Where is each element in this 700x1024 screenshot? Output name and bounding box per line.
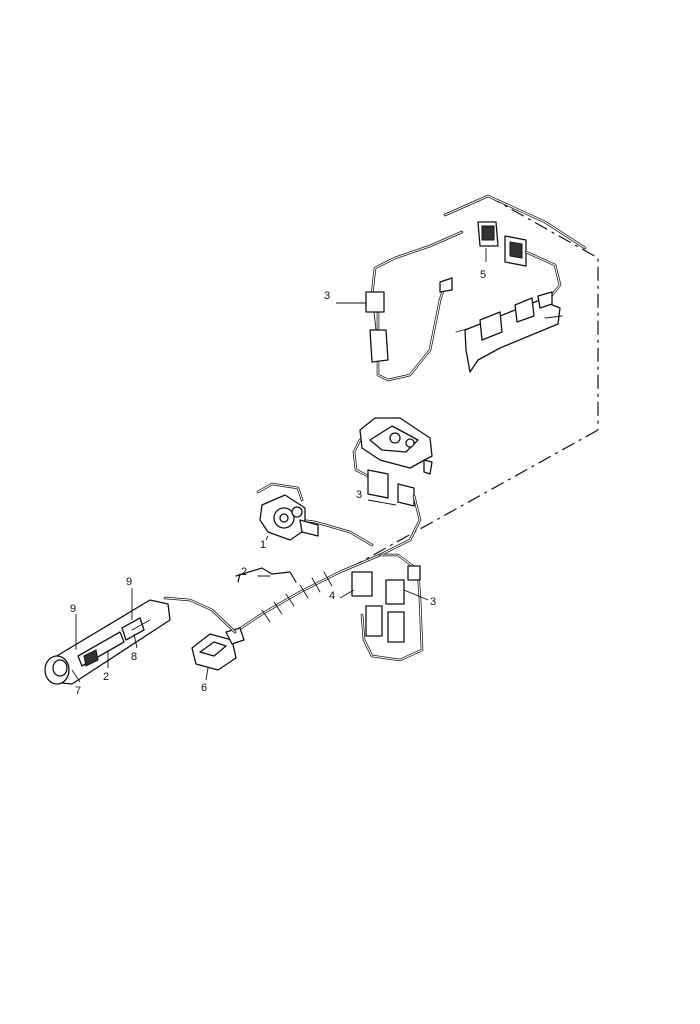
actuator-motor (259, 494, 319, 541)
callout-9-left: 9 (70, 603, 76, 615)
main-harness-trunk (233, 482, 424, 662)
callout-9-upper: 9 (126, 576, 132, 588)
callout-7: 7 (75, 685, 81, 697)
callout-3-upper: 3 (324, 290, 330, 302)
plug-connector (191, 627, 245, 671)
clip-detail (235, 567, 297, 583)
leader-lines (71, 248, 487, 683)
callout-1: 1 (260, 539, 266, 551)
callout-2-clip: 2 (241, 566, 247, 578)
callout-3-middle: 3 (356, 489, 362, 501)
cable-tube-assembly (44, 596, 237, 685)
callout-2-tube: 2 (103, 671, 109, 683)
callout-5: 5 (480, 269, 486, 281)
reference-frame (349, 195, 599, 569)
upper-harness-assembly (365, 194, 587, 382)
callout-3-lower: 3 (430, 596, 436, 608)
lower-right-connectors (351, 565, 421, 643)
callout-8: 8 (131, 651, 137, 663)
callout-6: 6 (201, 682, 207, 694)
callout-4: 4 (329, 590, 335, 602)
callout-labels: 3 5 3 1 2 4 3 9 9 8 2 7 6 (70, 269, 486, 697)
middle-housing-assembly (352, 417, 433, 557)
